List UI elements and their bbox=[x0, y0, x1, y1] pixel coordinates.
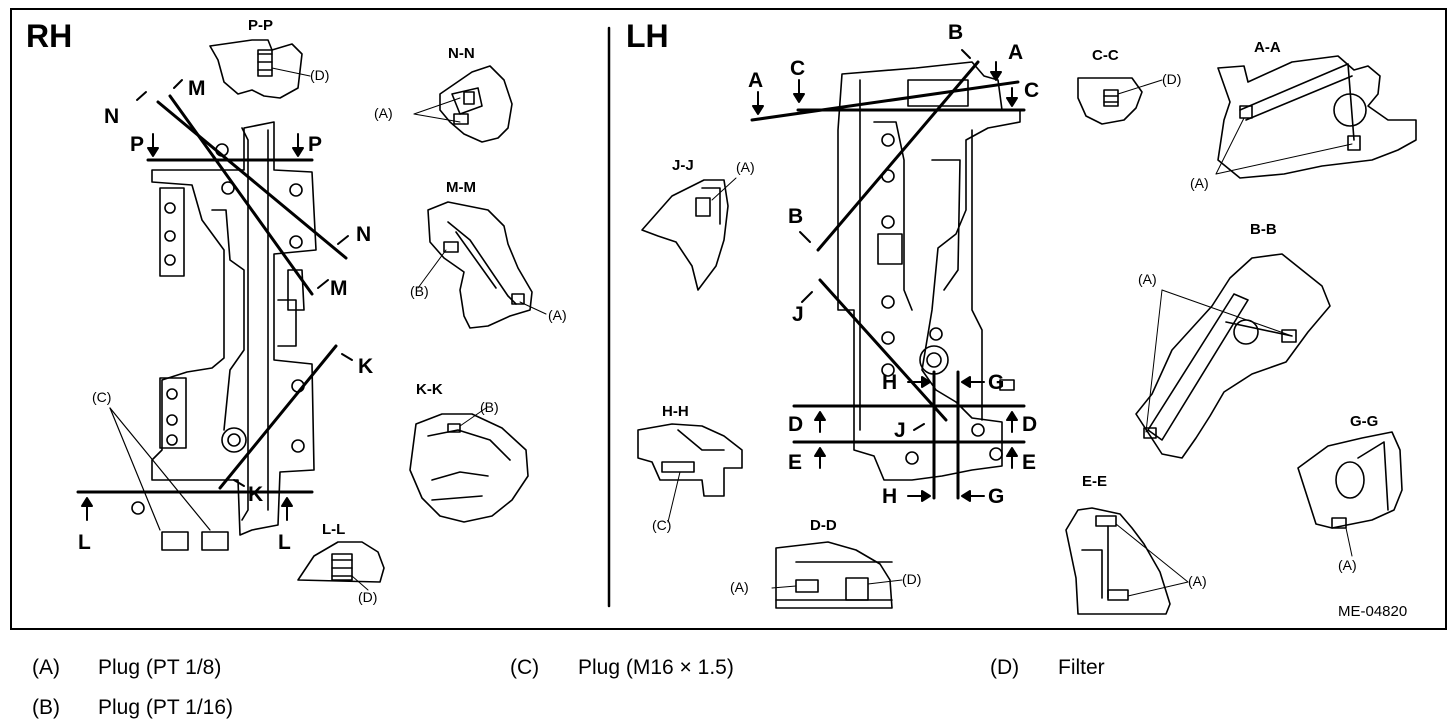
lh-section-aa-ref-a: (A) bbox=[1190, 175, 1209, 191]
lh-cut-e-right: E bbox=[1022, 451, 1037, 474]
rh-arrows bbox=[81, 79, 353, 521]
legend-key-c: (C) bbox=[510, 656, 540, 679]
rh-section-lines bbox=[76, 94, 348, 494]
lh-section-gg-title: G-G bbox=[1350, 413, 1379, 430]
lh-cut-e-left: E bbox=[788, 451, 803, 474]
rh-panel-title: RH bbox=[26, 18, 73, 54]
rh-section-kk-title: K-K bbox=[416, 381, 443, 398]
lh-section-jj-view bbox=[641, 177, 737, 291]
legend-text-c: Plug (M16 × 1.5) bbox=[578, 656, 734, 679]
lh-cut-h-top: H bbox=[882, 371, 898, 394]
rh-cut-l-right: L bbox=[278, 531, 291, 554]
rh-cut-p-left: P bbox=[130, 133, 145, 156]
rh-section-mm-ref-a: (A) bbox=[548, 307, 567, 323]
rh-section-nn-title: N-N bbox=[448, 45, 475, 62]
lh-section-jj-title: J-J bbox=[672, 157, 694, 174]
rh-cut-n-top: N bbox=[104, 105, 120, 128]
lh-cut-b-top: B bbox=[948, 21, 964, 44]
rh-section-pp-title: P-P bbox=[248, 17, 274, 34]
lh-cut-h-bottom: H bbox=[882, 485, 898, 508]
figure-code: ME-04820 bbox=[1338, 603, 1408, 620]
legend-text-d: Filter bbox=[1058, 656, 1105, 679]
lh-section-aa-title: A-A bbox=[1254, 39, 1281, 56]
rh-section-nn-view bbox=[413, 65, 513, 143]
lh-section-hh-title: H-H bbox=[662, 403, 689, 420]
rh-cut-k-bottom: K bbox=[248, 483, 264, 506]
rh-section-mm-ref-b: (B) bbox=[410, 283, 429, 299]
rh-cut-p-right: P bbox=[308, 133, 323, 156]
lh-section-dd-ref-d: (D) bbox=[902, 571, 922, 587]
lh-section-dd-view bbox=[771, 541, 903, 609]
rh-cylinder-head-drawing bbox=[131, 121, 317, 551]
rh-cut-m-top: M bbox=[188, 77, 206, 100]
legend-key-d: (D) bbox=[990, 656, 1020, 679]
lh-cut-a-right: A bbox=[1008, 41, 1024, 64]
rh-callout-c-leaders bbox=[109, 407, 211, 531]
rh-section-mm-view bbox=[417, 201, 547, 329]
lh-section-cc-title: C-C bbox=[1092, 47, 1119, 64]
rh-section-ll-ref-d: (D) bbox=[358, 589, 378, 605]
service-diagram-figure: RH LH ME-04820 P P N N M M K K L L (C) P… bbox=[10, 8, 1447, 630]
lh-cut-a-left: A bbox=[748, 69, 764, 92]
rh-section-nn-ref-a: (A) bbox=[374, 105, 393, 121]
lh-section-lines bbox=[750, 60, 1026, 500]
lh-cut-g-top: G bbox=[988, 371, 1005, 394]
lh-arrows bbox=[752, 49, 1018, 502]
rh-section-pp-ref-d: (D) bbox=[310, 67, 330, 83]
lh-cut-j-left: J bbox=[792, 303, 804, 326]
lh-section-bb-title: B-B bbox=[1250, 221, 1277, 238]
legend-key-a: (A) bbox=[32, 656, 60, 679]
lh-section-hh-ref-c: (C) bbox=[652, 517, 672, 533]
lh-panel-title: LH bbox=[626, 18, 669, 54]
rh-section-mm-title: M-M bbox=[446, 179, 476, 196]
lh-section-dd-ref-a: (A) bbox=[730, 579, 749, 595]
lh-section-bb-ref-a: (A) bbox=[1138, 271, 1157, 287]
rh-section-ll-view bbox=[297, 541, 385, 591]
rh-callout-c: (C) bbox=[92, 389, 112, 405]
rh-cut-l-left: L bbox=[78, 531, 91, 554]
lh-cut-j-mid: J bbox=[894, 419, 906, 442]
lh-cut-g-bottom: G bbox=[988, 485, 1005, 508]
diagram-drawing bbox=[76, 26, 1417, 615]
lh-section-ee-ref-a: (A) bbox=[1188, 573, 1207, 589]
rh-cut-k-right: K bbox=[358, 355, 374, 378]
lh-section-jj-ref-a: (A) bbox=[736, 159, 755, 175]
lh-section-aa-view bbox=[1215, 55, 1417, 179]
rh-section-kk-view bbox=[409, 407, 529, 523]
lh-cut-d-right: D bbox=[1022, 413, 1038, 436]
rh-section-pp-view bbox=[209, 39, 311, 99]
lh-section-hh-view bbox=[637, 423, 743, 523]
rh-section-kk-ref-b: (B) bbox=[480, 399, 499, 415]
lh-cylinder-head-drawing bbox=[837, 61, 1021, 481]
lh-section-ee-view bbox=[1065, 507, 1189, 615]
legend-text-b: Plug (PT 1/16) bbox=[98, 696, 234, 719]
lh-cut-b-left: B bbox=[788, 205, 804, 228]
lh-section-cc-ref-d: (D) bbox=[1162, 71, 1182, 87]
lh-section-dd-title: D-D bbox=[810, 517, 837, 534]
rh-cut-m-right: M bbox=[330, 277, 348, 300]
parts-legend: (A) Plug (PT 1/8) (B) Plug (PT 1/16) (C)… bbox=[0, 640, 1456, 728]
rh-cut-n-right: N bbox=[356, 223, 372, 246]
lh-cut-c-right: C bbox=[1024, 79, 1040, 102]
lh-section-gg-view bbox=[1297, 431, 1403, 557]
lh-cut-c-left: C bbox=[790, 57, 806, 80]
legend-key-b: (B) bbox=[32, 696, 60, 719]
rh-section-ll-title: L-L bbox=[322, 521, 346, 538]
lh-section-cc-view bbox=[1077, 77, 1163, 125]
lh-section-ee-title: E-E bbox=[1082, 473, 1108, 490]
lh-section-gg-ref-a: (A) bbox=[1338, 557, 1357, 573]
lh-section-bb-view bbox=[1135, 253, 1331, 459]
lh-cut-d-left: D bbox=[788, 413, 804, 436]
legend-text-a: Plug (PT 1/8) bbox=[98, 656, 222, 679]
